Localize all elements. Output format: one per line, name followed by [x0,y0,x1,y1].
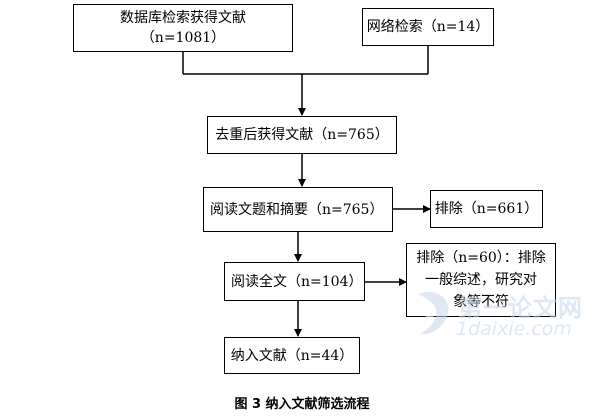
included-label: 纳入文献（n=44） [230,347,354,364]
site-watermark: 第一论文网 1daixie.com [410,286,600,346]
database-search-label: 数据库检索获得文献 [120,10,246,26]
exclude-second-line1: 排除（n=60）：排除 [416,250,546,266]
figure-caption: 图 3 纳入文献筛选流程 [234,397,370,412]
title-abstract-screen-label: 阅读文题和摘要（n=765） [210,201,384,218]
watermark-logo-icon [418,292,449,335]
web-search-label: 网络检索（n=14） [366,19,490,35]
title-abstract-screen-box: 阅读文题和摘要（n=765） [203,187,393,232]
exclude-second-line2: 一般综述，研究对 [425,272,537,288]
watermark-url-text: 1daixie.com [456,318,572,340]
exclude-first-box: 排除（n=661） [430,190,543,228]
exclude-first-label: 排除（n=661） [434,201,539,217]
full-text-label: 阅读全文（n=104） [231,273,363,290]
database-search-count: （n=1081） [140,30,226,46]
exclude-second-line3: 象等不符 [453,294,509,310]
web-search-box: 网络检索（n=14） [362,8,494,46]
included-box: 纳入文献（n=44） [224,337,360,374]
full-text-box: 阅读全文（n=104） [224,262,365,301]
deduplicated-label: 去重后获得文献（n=765） [215,127,389,143]
database-search-box: 数据库检索获得文献 （n=1081） [73,4,293,52]
deduplicated-box: 去重后获得文献（n=765） [207,116,397,154]
watermark-chinese-text: 第一论文网 [458,294,583,322]
